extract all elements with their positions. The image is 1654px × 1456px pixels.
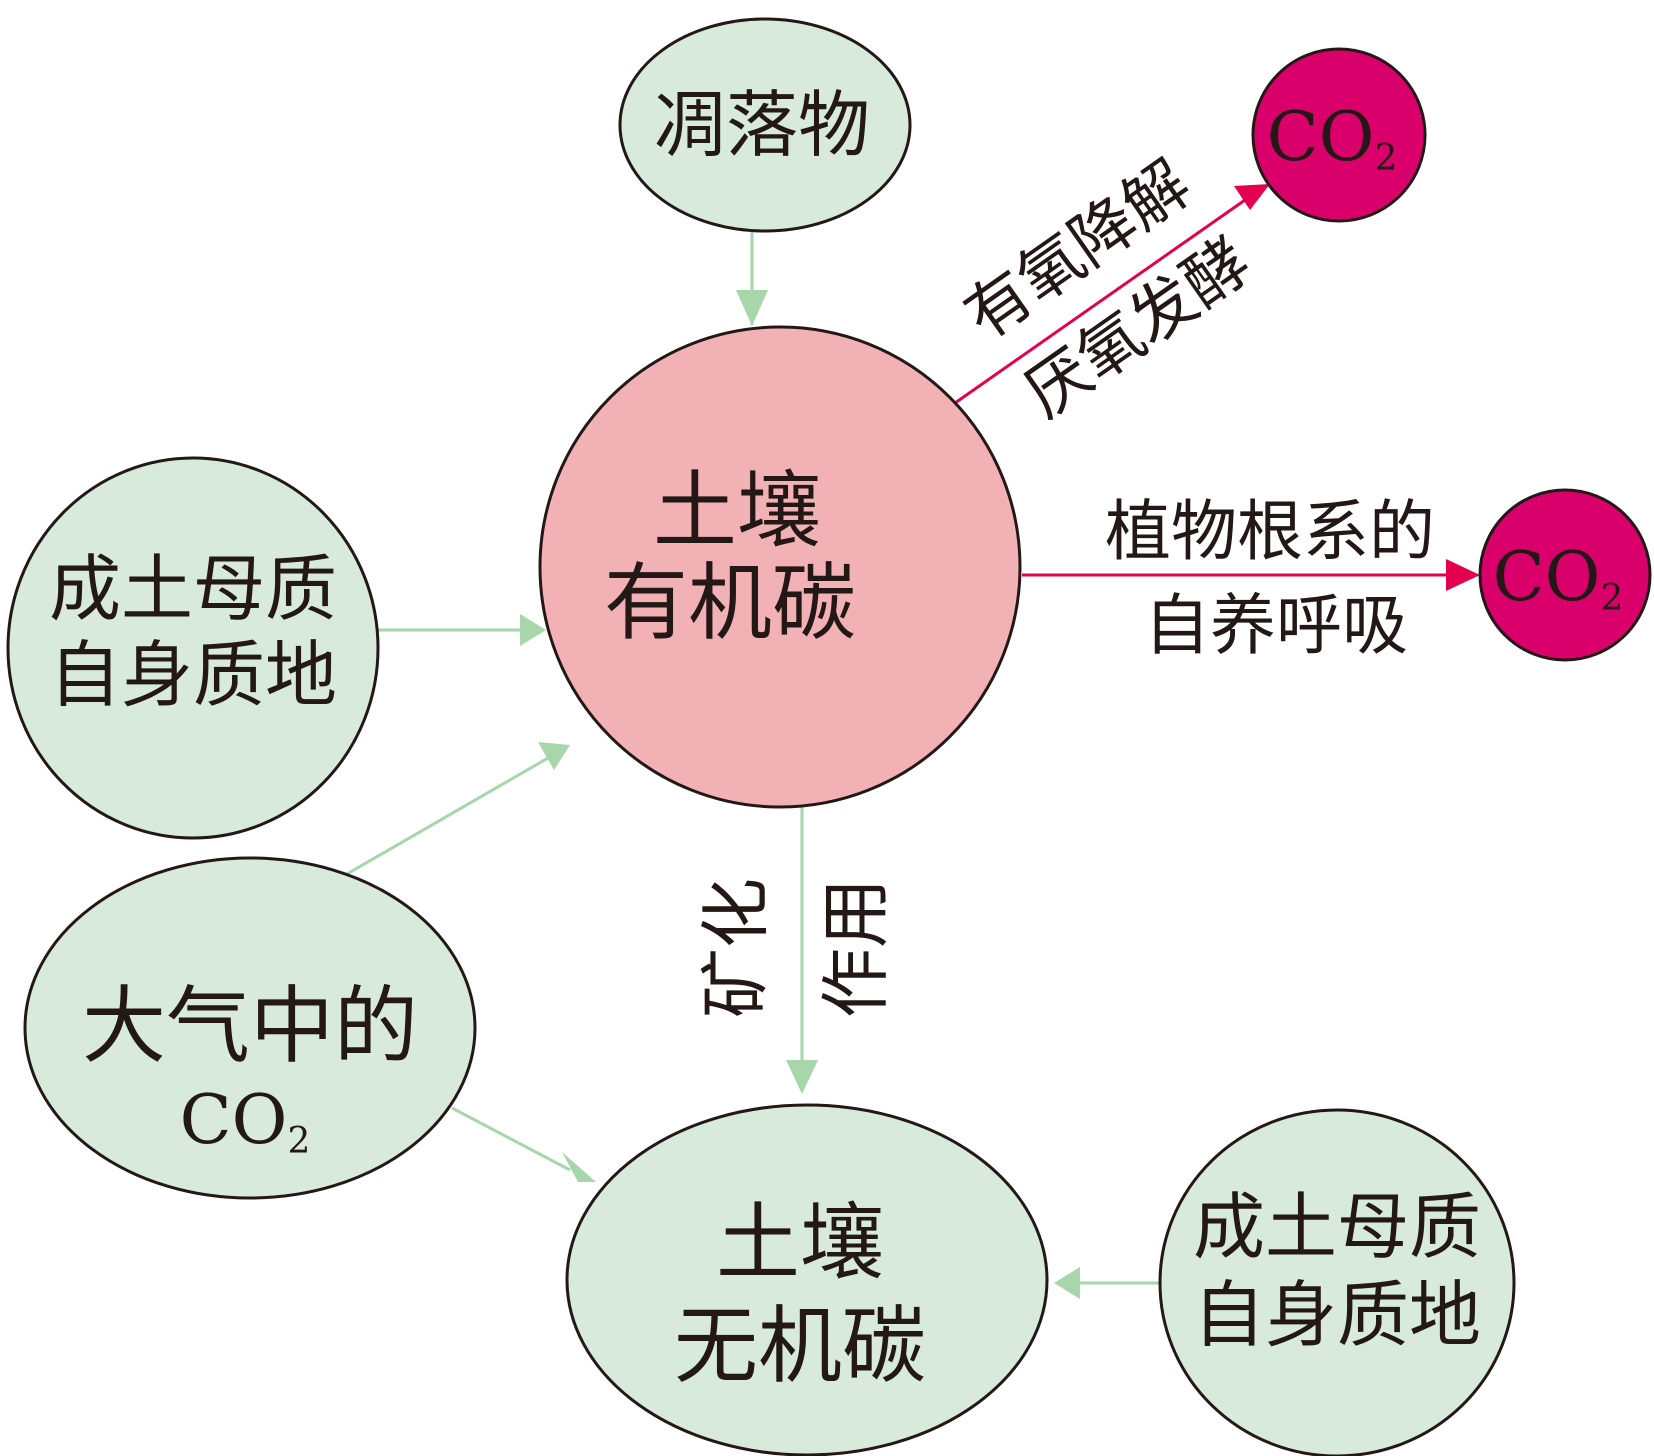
arrow-parent-to-inorganic-head bbox=[1054, 1267, 1080, 1299]
node-soil-organic-carbon: 土壤 有机碳 bbox=[538, 325, 1022, 809]
arrows bbox=[339, 184, 1480, 1299]
node-parent-left-line2: 自身质地 bbox=[49, 633, 337, 717]
node-co2-right: CO2 bbox=[1478, 488, 1652, 662]
node-atmospheric-co2: 大气中的 CO2 bbox=[23, 856, 477, 1200]
node-atmo-co2: CO2 bbox=[180, 1081, 311, 1162]
node-parent-material-left: 成土母质 自身质地 bbox=[6, 456, 380, 840]
arrow-parent-to-organic-head bbox=[520, 614, 546, 646]
node-parent-right-line2: 自身质地 bbox=[1193, 1273, 1481, 1357]
label-mineralization-col1: 矿化 bbox=[695, 878, 777, 1018]
label-root-respiration-line2: 自养呼吸 bbox=[1144, 587, 1408, 664]
arrow-litter-to-organic-head bbox=[736, 290, 768, 326]
node-co2-right-label: CO2 bbox=[1493, 538, 1624, 619]
node-co2-top-label: CO2 bbox=[1267, 98, 1398, 179]
arrow-atmo-to-organic bbox=[339, 756, 549, 880]
arrow-organic-to-inorganic-head bbox=[786, 1060, 818, 1094]
node-atmo-line1: 大气中的 bbox=[82, 977, 418, 1075]
node-parent-right-line1: 成土母质 bbox=[1193, 1185, 1481, 1269]
node-soil-inorganic-carbon: 土壤 无机碳 bbox=[565, 1103, 1049, 1456]
label-mineralization-col2: 作用 bbox=[815, 878, 897, 1018]
node-litter-label: 凋落物 bbox=[654, 83, 870, 167]
arrow-atmo-to-inorganic-head bbox=[562, 1152, 596, 1182]
arrow-organic-to-co2-top bbox=[954, 198, 1246, 405]
node-co2-top: CO2 bbox=[1251, 47, 1427, 223]
arrow-atmo-to-organic-head bbox=[538, 742, 570, 770]
node-inorganic-line1: 土壤 bbox=[716, 1194, 884, 1292]
node-organic-line2: 有机碳 bbox=[604, 554, 856, 652]
arrow-atmo-to-inorganic bbox=[451, 1106, 571, 1172]
arrow-organic-to-co2-top-head bbox=[1234, 184, 1270, 210]
node-litter: 凋落物 bbox=[618, 17, 912, 233]
node-organic-line1: 土壤 bbox=[653, 462, 821, 560]
node-parent-left-line1: 成土母质 bbox=[49, 547, 337, 631]
node-inorganic-line2: 无机碳 bbox=[674, 1297, 926, 1395]
arrow-organic-to-co2-right-head bbox=[1446, 559, 1480, 591]
label-root-respiration-line1: 植物根系的 bbox=[1105, 493, 1435, 570]
node-parent-material-right: 成土母质 自身质地 bbox=[1158, 1108, 1516, 1456]
